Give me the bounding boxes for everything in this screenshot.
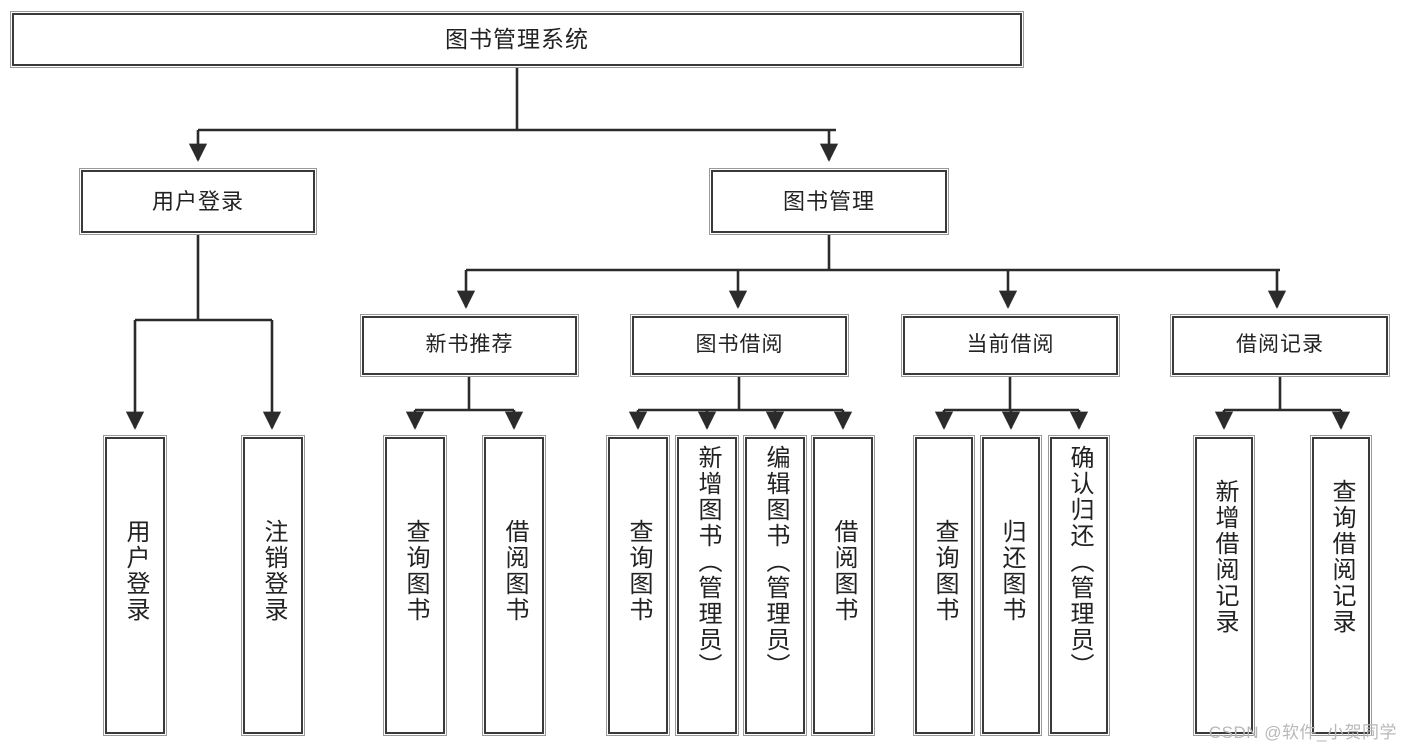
leaf-cur-confirm-label: 确认归还（管理员）: [1065, 445, 1093, 679]
node-book-borrow[interactable]: 图书借阅: [632, 316, 847, 375]
leaf-cur-query[interactable]: 查询图书: [915, 437, 973, 734]
leaf-rec-query[interactable]: 查询图书: [385, 437, 445, 734]
leaf-rec-query-label: 查询图书: [401, 519, 429, 623]
leaf-rec-add-label: 新增借阅记录: [1210, 479, 1238, 635]
leaf-cur-confirm[interactable]: 确认归还（管理员）: [1050, 437, 1108, 734]
leaf-borrow-add[interactable]: 新增图书（管理员）: [677, 437, 737, 734]
node-root[interactable]: 图书管理系统: [12, 13, 1022, 66]
node-borrow-record[interactable]: 借阅记录: [1172, 316, 1388, 375]
leaf-cur-query-label: 查询图书: [930, 519, 958, 623]
leaf-rec-search[interactable]: 查询借阅记录: [1312, 437, 1370, 734]
node-user-login-label: 用户登录: [151, 188, 244, 214]
leaf-borrow-lend-label: 借阅图书: [829, 519, 857, 623]
leaf-borrow-edit-label: 编辑图书（管理员）: [761, 445, 789, 679]
node-current-borrow-label: 当前借阅: [966, 333, 1055, 357]
node-new-book-rec[interactable]: 新书推荐: [362, 316, 577, 375]
node-book-borrow-label: 图书借阅: [695, 333, 784, 357]
leaf-user-login-label: 用户登录: [121, 519, 149, 623]
leaf-cur-return-label: 归还图书: [997, 519, 1025, 623]
leaf-rec-add[interactable]: 新增借阅记录: [1195, 437, 1253, 734]
leaf-rec-search-label: 查询借阅记录: [1327, 479, 1355, 635]
watermark-text: CSDN @软件_小贺同学: [1208, 723, 1397, 742]
leaf-borrow-edit[interactable]: 编辑图书（管理员）: [745, 437, 805, 734]
leaf-borrow-add-label: 新增图书（管理员）: [693, 445, 721, 679]
node-new-book-rec-label: 新书推荐: [425, 333, 514, 357]
leaf-cur-return[interactable]: 归还图书: [982, 437, 1040, 734]
leaf-borrow-query[interactable]: 查询图书: [608, 437, 668, 734]
leaf-user-logout-label: 注销登录: [259, 519, 287, 623]
leaf-user-logout[interactable]: 注销登录: [243, 437, 303, 734]
leaf-borrow-query-label: 查询图书: [624, 519, 652, 623]
node-book-manage-label: 图书管理: [782, 188, 875, 214]
node-user-login[interactable]: 用户登录: [81, 170, 315, 233]
leaf-user-login[interactable]: 用户登录: [105, 437, 165, 734]
leaf-rec-borrow[interactable]: 借阅图书: [484, 437, 544, 734]
leaf-rec-borrow-label: 借阅图书: [500, 519, 528, 623]
node-root-label: 图书管理系统: [445, 26, 589, 53]
leaf-borrow-lend[interactable]: 借阅图书: [813, 437, 873, 734]
node-borrow-record-label: 借阅记录: [1236, 333, 1324, 357]
node-current-borrow[interactable]: 当前借阅: [903, 316, 1118, 375]
node-book-manage[interactable]: 图书管理: [711, 170, 947, 233]
